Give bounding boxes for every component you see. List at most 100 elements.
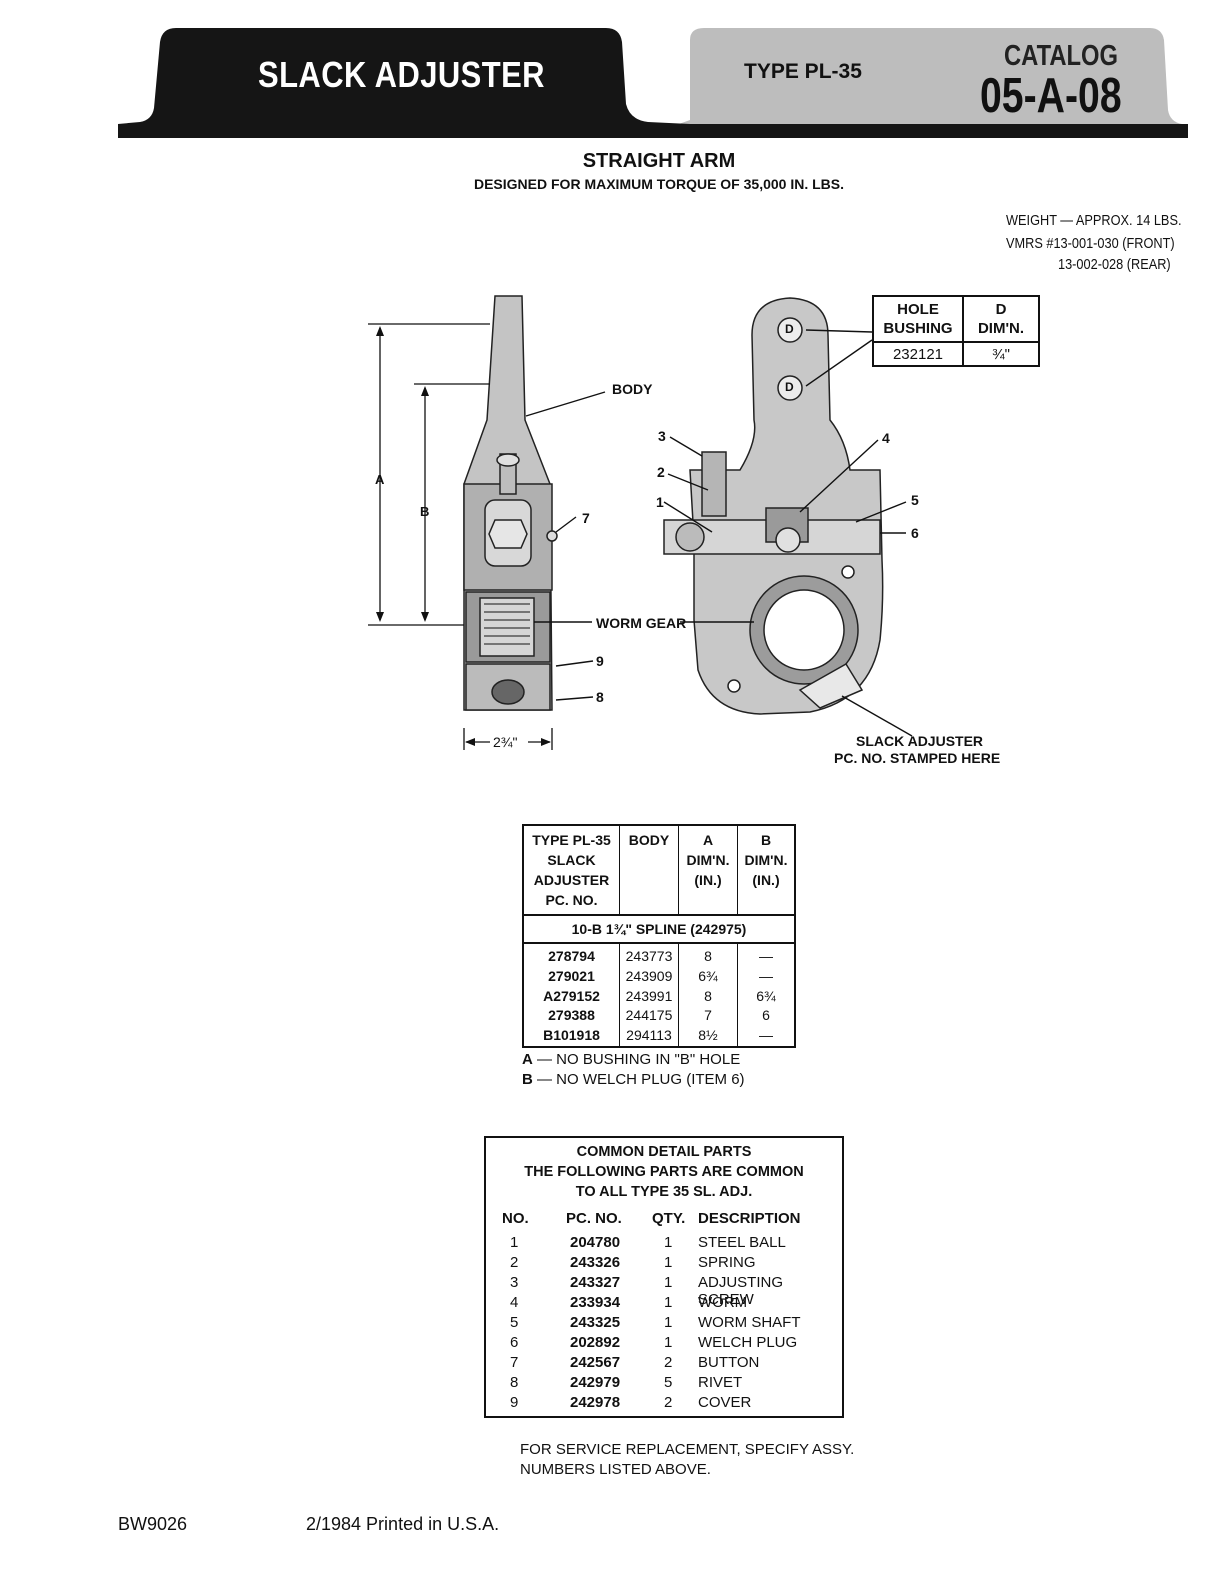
hdr-b-2: DIM'N. (744, 852, 788, 868)
table-row-a: 6¾ (698, 967, 718, 984)
service-note-2: NUMBERS LISTED ABOVE. (520, 1461, 711, 1478)
table-row-a: 7 (704, 1007, 712, 1024)
list-item: 8 242979 5 RIVET (486, 1374, 842, 1394)
callout-5: 5 (911, 492, 919, 508)
cdp-pc: 204780 (570, 1234, 621, 1251)
cdp-header-row: NO. PC. NO. QTY. DESCRIPTION (486, 1210, 842, 1230)
table-row-b: — (759, 1027, 773, 1044)
catalog-number: 05-A-08 (980, 69, 1122, 123)
table-row-body: 243991 (625, 987, 673, 1004)
cdp-title-1: COMMON DETAIL PARTS (576, 1144, 752, 1160)
cdp-qty: 2 (664, 1354, 673, 1371)
note-b-key: B (522, 1071, 533, 1088)
cdp-desc: WELCH PLUG (698, 1334, 798, 1351)
hole-col2-l1: D (995, 301, 1007, 318)
cdp-desc: STEEL BALL (698, 1234, 786, 1251)
cdp-desc: WORM SHAFT (698, 1314, 801, 1331)
cdp-desc: COVER (698, 1394, 752, 1411)
slack-adjuster-drawing (368, 295, 913, 750)
cdp-qty: 1 (664, 1334, 673, 1351)
table-row-pc: 279021 (548, 967, 595, 984)
note-a-text: — NO BUSHING IN "B" HOLE (532, 1051, 741, 1068)
hdr-pc-2: SLACK (547, 852, 596, 868)
hole-col1-l1: HOLE (897, 301, 939, 318)
note-b-text: — NO WELCH PLUG (ITEM 6) (532, 1071, 745, 1088)
hole-d-lower: D (785, 380, 794, 394)
cdp-qty: 1 (664, 1314, 673, 1331)
callout-8: 8 (596, 689, 604, 705)
table-row-b: 6¾ (756, 987, 776, 1004)
hdr-body: BODY (628, 832, 670, 848)
dim-b-label: B (420, 504, 430, 519)
cdp-desc: WORM (698, 1294, 748, 1311)
hdr-b-3: (IN.) (752, 872, 780, 888)
cdp-pc: 243327 (570, 1274, 621, 1291)
cdp-qty: 5 (664, 1374, 673, 1391)
label-body: BODY (612, 381, 653, 397)
table-row-pc: A279152 (543, 987, 600, 1004)
dim-width-label: 2¾" (493, 734, 518, 750)
list-item: 9 242978 2 COVER (486, 1394, 842, 1414)
spline-row: 10-B 1¾" SPLINE (242975) (523, 914, 795, 944)
cdp-pc: 243326 (570, 1254, 621, 1271)
service-note-1: FOR SERVICE REPLACEMENT, SPECIFY ASSY. (520, 1441, 855, 1458)
hole-dim-value: ¾" (962, 341, 1040, 367)
table-row-body: 294113 (626, 1027, 672, 1044)
table-row-a: 8 (704, 987, 712, 1004)
stamp-label-2: PC. NO. STAMPED HERE (834, 750, 1001, 766)
hdr-a-2: DIM'N. (686, 852, 730, 868)
table-note-a: A — NO BUSHING IN "B" HOLE (522, 1050, 740, 1070)
cdp-qty: 2 (664, 1394, 673, 1411)
hdr-pc-4: PC. NO. (545, 892, 598, 908)
header-banner (118, 28, 1188, 138)
cdp-col-no: NO. (502, 1210, 529, 1227)
cdp-col-qty: QTY. (652, 1210, 686, 1227)
hdr-a-3: (IN.) (694, 872, 722, 888)
cdp-pc: 242567 (570, 1354, 621, 1371)
cdp-desc: SPRING (698, 1254, 756, 1271)
table-row-a: 8 (704, 948, 712, 964)
cdp-title-3: TO ALL TYPE 35 SL. ADJ. (575, 1184, 753, 1200)
callout-4: 4 (882, 430, 890, 446)
table-row-b: 6 (762, 1007, 770, 1024)
cdp-desc: RIVET (698, 1374, 743, 1391)
cdp-no: 8 (510, 1374, 519, 1391)
catalog-label: CATALOG (1004, 40, 1119, 72)
table-row-pc: 278794 (548, 948, 595, 964)
common-detail-parts-box: COMMON DETAIL PARTS THE FOLLOWING PARTS … (484, 1136, 844, 1418)
cdp-col-pc: PC. NO. (566, 1210, 622, 1227)
footer-printed: 2/1984 Printed in U.S.A. (306, 1514, 500, 1534)
note-a-key: A (522, 1051, 533, 1068)
hdr-pc-3: ADJUSTER (533, 872, 610, 888)
stamp-label-1: SLACK ADJUSTER (856, 733, 984, 749)
cdp-desc: ADJUSTING SCREW (698, 1274, 784, 1308)
cdp-pc: 242979 (570, 1374, 621, 1391)
hdr-pc-1: TYPE PL-35 (532, 832, 611, 848)
cdp-pc: 233934 (570, 1294, 621, 1311)
vmrs-front: VMRS #13-001-030 (FRONT) (1006, 235, 1175, 252)
cdp-no: 9 (510, 1394, 519, 1411)
header-title: SLACK ADJUSTER (258, 54, 545, 95)
cdp-no: 5 (510, 1314, 519, 1331)
label-worm-gear: WORM GEAR (596, 615, 687, 631)
cdp-qty: 1 (664, 1274, 673, 1291)
cdp-pc: 242978 (570, 1394, 621, 1411)
front-view-drawing (663, 297, 884, 715)
table-row-body: 244175 (625, 1007, 673, 1024)
table-row-pc: 279388 (548, 1007, 595, 1024)
cdp-no: 4 (510, 1294, 519, 1311)
callout-2: 2 (657, 464, 665, 480)
cdp-qty: 1 (664, 1254, 673, 1271)
cdp-desc: BUTTON (698, 1354, 760, 1371)
table-row-body: 243773 (625, 948, 673, 964)
table-row-a: 8½ (698, 1027, 718, 1044)
cdp-col-desc: DESCRIPTION (698, 1210, 801, 1227)
callout-3: 3 (658, 428, 666, 444)
table-row-b: — (759, 948, 773, 964)
